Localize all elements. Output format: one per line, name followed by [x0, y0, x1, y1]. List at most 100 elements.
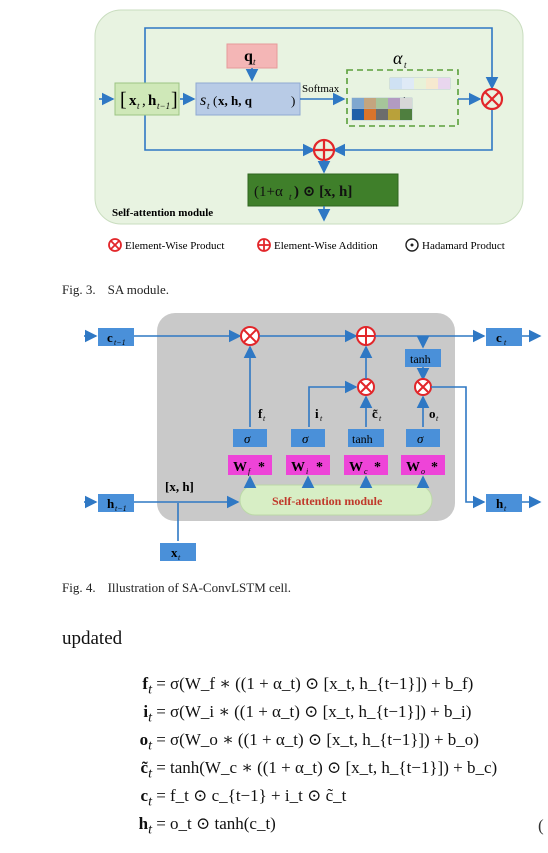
- output-product-icon: [414, 378, 432, 396]
- act-i-box: [291, 429, 325, 447]
- gate-c-label: c̃: [372, 406, 378, 421]
- svg-text:(: (: [213, 93, 217, 108]
- h-prev: h: [107, 496, 115, 511]
- svg-text:[: [: [120, 89, 127, 111]
- c-out: c: [496, 330, 502, 345]
- weight-c-box: W c *: [344, 455, 388, 476]
- svg-text:*: *: [316, 460, 323, 475]
- svg-text:c: c: [364, 467, 368, 476]
- legend-addition-icon: [257, 238, 271, 252]
- score-func: s: [200, 92, 206, 109]
- svg-text:i: i: [306, 467, 308, 476]
- score-args: x, h, q: [218, 93, 253, 108]
- svg-text:o: o: [421, 467, 425, 476]
- concat-label: [x, h]: [165, 479, 194, 494]
- h-out-box: [486, 494, 522, 512]
- input-h: h: [148, 93, 157, 109]
- tanh-top-box: [405, 349, 441, 367]
- equation-number: (: [538, 816, 544, 835]
- product-operator-icon: [480, 87, 504, 111]
- legend-addition: Element-Wise Addition: [274, 240, 378, 252]
- equation-line: ct=f_t ⊙ c_{t−1} + i_t ⊙ c̃_t: [140, 786, 347, 810]
- cell-sa-module: [239, 484, 433, 516]
- body-text: updated: [62, 628, 123, 649]
- legend-product: Element-Wise Product: [125, 240, 224, 252]
- legend-hadamard: Hadamard Product: [422, 240, 505, 252]
- input-x: x: [129, 93, 137, 109]
- equation-line: c̃t=tanh(W_c ∗ ((1 + α_t) ⊙ [x_t, h_{t−1…: [140, 758, 498, 782]
- svg-text:W: W: [349, 460, 363, 475]
- cell-sa-module-label: Self-attention module: [272, 494, 383, 508]
- equation-line: ht=o_t ⊙ tanh(c_t): [138, 814, 276, 838]
- svg-text:t−1: t−1: [157, 101, 170, 111]
- fig4-caption: Fig. 4.Illustration of SA-ConvLSTM cell.: [62, 580, 292, 595]
- input-concat-box: [114, 82, 180, 116]
- addition-operator-icon: [312, 138, 336, 162]
- input-product-icon: [357, 378, 375, 396]
- query-box: [226, 43, 278, 69]
- svg-text:t: t: [504, 504, 507, 513]
- svg-text:tanh: tanh: [352, 432, 373, 446]
- svg-text:t−1: t−1: [114, 338, 126, 347]
- query-q: q: [244, 48, 253, 65]
- svg-text:W: W: [291, 460, 305, 475]
- svg-text:*: *: [431, 460, 438, 475]
- weight-i-box: W i *: [286, 455, 330, 476]
- equation-block: ft=σ(W_f ∗ ((1 + α_t) ⊙ [x_t, h_{t−1}]) …: [122, 670, 542, 838]
- tanh-top: tanh: [410, 352, 431, 366]
- sa-module-background: [94, 9, 524, 225]
- act-c-box: [348, 429, 384, 447]
- alpha-label: α: [393, 48, 403, 68]
- output-expr: (1+α: [254, 184, 283, 200]
- svg-text:t: t: [137, 101, 140, 111]
- legend: Element-Wise Product Element-Wise Additi…: [108, 238, 505, 252]
- svg-text:*: *: [258, 460, 265, 475]
- gate-o-label: o: [429, 406, 436, 421]
- svg-text:t: t: [404, 60, 407, 70]
- svg-text:t: t: [263, 414, 266, 423]
- cell-addition-icon: [356, 326, 376, 346]
- svg-text:t: t: [320, 414, 323, 423]
- svg-text:W: W: [233, 460, 247, 475]
- weight-o-box: W o *: [401, 455, 445, 476]
- svg-text:t: t: [379, 414, 382, 423]
- weight-f-box: W f *: [228, 455, 272, 476]
- svg-text:σ: σ: [244, 431, 251, 446]
- fig3-caption: Fig. 3.SA module.: [62, 282, 169, 297]
- equation-line: it=σ(W_i ∗ ((1 + α_t) ⊙ [x_t, h_{t−1}]) …: [143, 702, 472, 726]
- top-loop-line: [144, 27, 499, 96]
- svg-text:]: ]: [171, 89, 178, 111]
- x-in-box: [160, 543, 196, 561]
- softmax-label: Softmax: [302, 83, 340, 95]
- svg-text:t: t: [289, 192, 292, 202]
- gate-i-label: i: [315, 406, 319, 421]
- svg-text:): ): [291, 93, 295, 108]
- svg-text:t−1: t−1: [115, 504, 127, 513]
- svg-text:t: t: [207, 101, 210, 111]
- act-f-box: [233, 429, 267, 447]
- c-prev: c: [107, 330, 113, 345]
- c-prev-box: [98, 328, 134, 346]
- sa-module-label: Self-attention module: [112, 207, 213, 219]
- bottom-loop-line: [144, 104, 316, 157]
- svg-text:t: t: [436, 414, 439, 423]
- c-out-box: [486, 328, 522, 346]
- equation-line: ft=σ(W_f ∗ ((1 + α_t) ⊙ [x_t, h_{t−1}]) …: [142, 674, 474, 698]
- svg-text:t: t: [504, 338, 507, 347]
- svg-text:W: W: [406, 460, 420, 475]
- svg-text:,: ,: [142, 93, 146, 109]
- act-o-box: [406, 429, 440, 447]
- svg-text:σ: σ: [417, 431, 424, 446]
- fig4-diagram: c t−1 c t tanh f t i t c̃ t o t: [84, 313, 542, 562]
- attention-weights-box: [346, 69, 459, 127]
- x-in: x: [171, 545, 178, 560]
- h-out: h: [496, 496, 504, 511]
- svg-text:f: f: [248, 467, 252, 476]
- output-rest: ) ⊙ [x, h]: [294, 184, 352, 200]
- forget-product-icon: [240, 326, 260, 346]
- svg-text:*: *: [374, 460, 381, 475]
- svg-text:t: t: [253, 57, 256, 67]
- fig3-diagram: [ x t , h t−1 ] q t s t ( x, h, q ) Soft…: [94, 9, 524, 252]
- h-prev-box: [98, 494, 134, 512]
- output-box: [247, 173, 399, 207]
